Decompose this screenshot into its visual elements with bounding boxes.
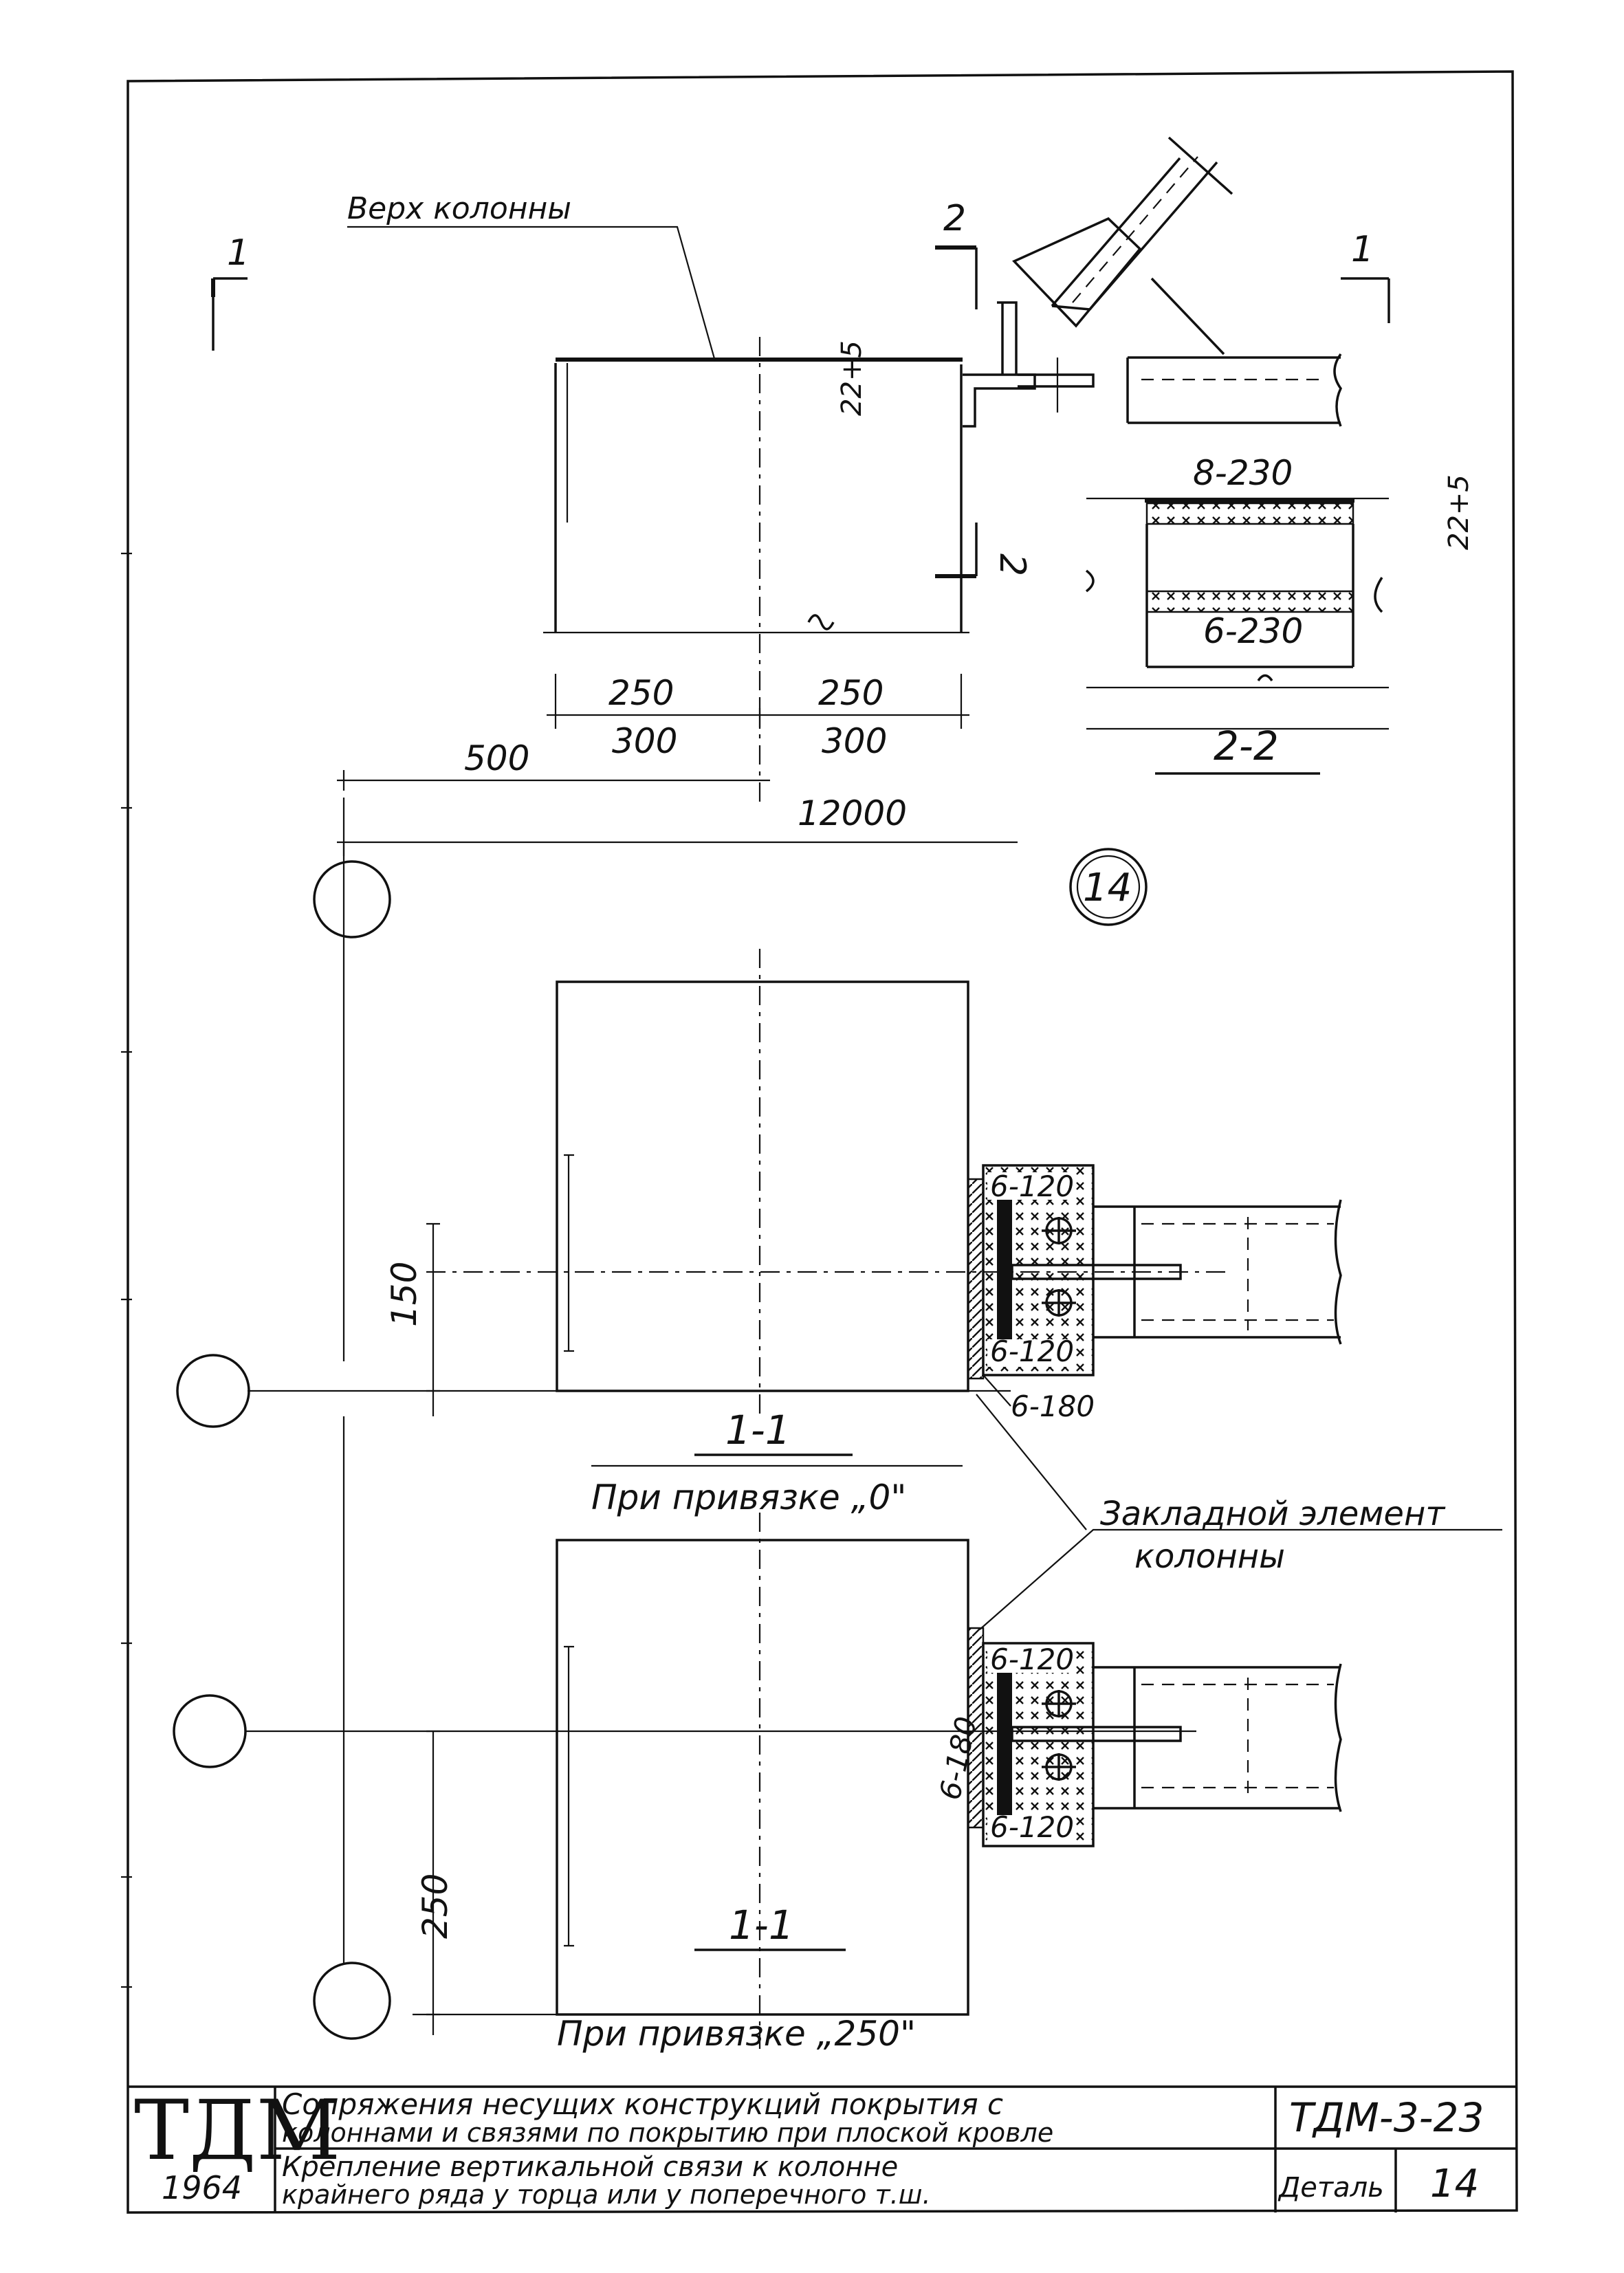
embedded-element-callout: Закладной элемент колонны [976, 1394, 1502, 1630]
section-mark-2-top: 2 [943, 198, 966, 239]
dim-500-label: 500 [464, 738, 529, 778]
section-mark-1-right: 1 [1351, 229, 1374, 270]
section-1-1-lower: 250 6-120 6-120 6-180 1-1 При привязке „… [173, 1416, 1342, 2054]
plate-6-120-label-c: 6-120 [990, 1643, 1074, 1676]
year-label: 1964 [162, 2169, 242, 2206]
embedded-element-label-2: колонны [1134, 1537, 1285, 1576]
section-2-2-title: 2-2 [1214, 723, 1279, 769]
drawing-code: ТДМ-3-23 [1289, 2094, 1484, 2141]
column-outline-upper [556, 980, 969, 1392]
subtitle-line-1: Крепление вертикальной связи к колонне [282, 2151, 898, 2183]
column-top-label: Верх колонны [347, 191, 571, 226]
detail-number-circle-outer [1069, 848, 1148, 926]
plate-6-180-label-a: 6-180 [1011, 1390, 1095, 1423]
logo-tdm: ТДМ [134, 2083, 340, 2179]
section-2-2-view: 8-230 6-230 22+5 2-2 [1085, 453, 1475, 775]
dim-12000-label: 12000 [798, 793, 907, 833]
dim-22-label: 22+5 [836, 340, 868, 416]
section-mark-1-left: 1 [227, 232, 250, 274]
section-1-1-upper: 150 6-120 6-120 6-180 1-1 При привязке „… [176, 842, 1342, 1517]
section-1-1-upper-title: 1-1 [725, 1407, 791, 1453]
margin-ticks [121, 552, 132, 1988]
plate-6-120-label-b: 6-120 [990, 1335, 1074, 1368]
plate-6-120-label-a: 6-120 [990, 1170, 1074, 1203]
dim-150-label: 150 [384, 1262, 424, 1327]
plate-6-120-label-d: 6-120 [990, 1810, 1074, 1844]
grid-axis-bubble-top [313, 860, 391, 938]
caption-privyazka-0: При привязке „0" [591, 1478, 906, 1517]
title-line-2: колоннами и связями по покрытию при плос… [282, 2118, 1053, 2148]
dim-250-left: 250 [608, 673, 674, 713]
section-1-1-lower-title: 1-1 [729, 1902, 794, 1948]
detail-number-bubble: 14 [1083, 866, 1132, 910]
dim-250-right: 250 [818, 673, 884, 713]
subtitle-line-2: крайнего ряда у торца или у поперечного … [282, 2179, 931, 2210]
plate-8-230-label: 8-230 [1193, 453, 1293, 493]
embedded-element-label-1: Закладной элемент [1100, 1495, 1446, 1533]
section-mark-2-bottom: 2 [991, 553, 1033, 576]
grid-axis-bubble-lower [173, 1694, 247, 1768]
dim-22-right-label: 22+5 [1443, 474, 1475, 550]
detail-label: Деталь [1277, 2172, 1384, 2204]
caption-privyazka-250: При привязке „250" [557, 2014, 916, 2054]
elevation-view: Верх колонны 2 2 1 1 [211, 136, 1390, 938]
dim-300-left: 300 [612, 721, 677, 761]
dim-250-lower-label: 250 [415, 1874, 455, 1939]
grid-axis-bubble-middle [176, 1354, 250, 1428]
sheet-frame [127, 70, 1518, 2214]
plate-6-230-label: 6-230 [1203, 611, 1303, 651]
title-line-1: Сопряжения несущих конструкций покрытия … [282, 2087, 1003, 2121]
grid-axis-bubble-bottom [313, 1962, 391, 2040]
dim-300-right: 300 [822, 721, 887, 761]
detail-number: 14 [1430, 2162, 1479, 2206]
title-block: ТДМ 1964 Сопряжения несущих конструкций … [128, 2083, 1517, 2212]
